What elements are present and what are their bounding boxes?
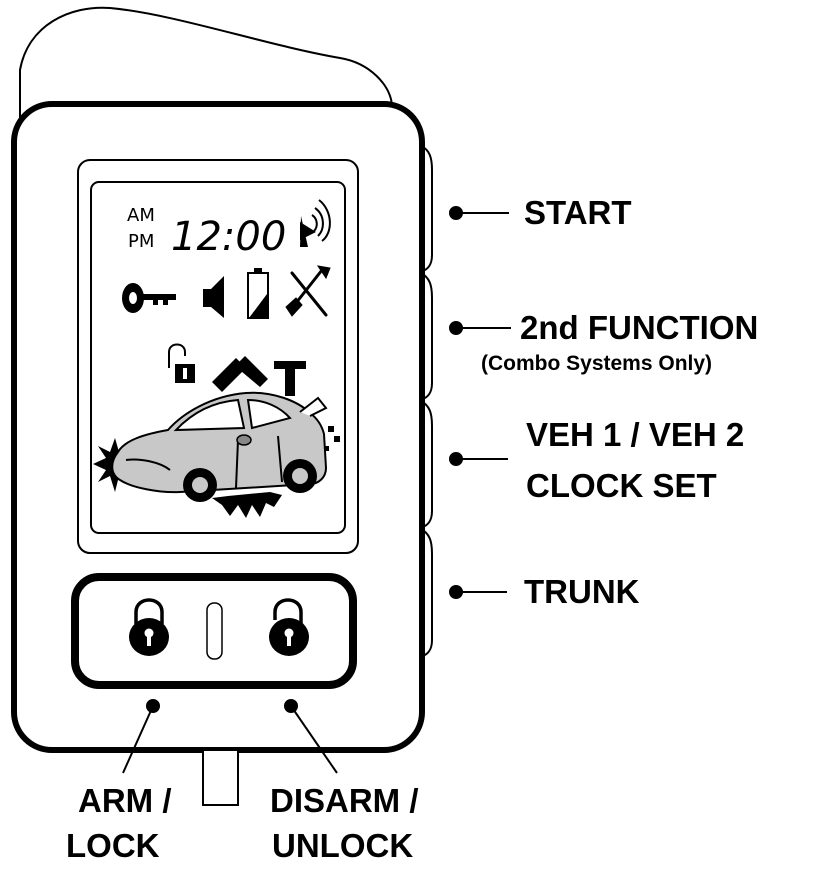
am-indicator: AM xyxy=(127,205,155,226)
clock-set-label: CLOCK SET xyxy=(526,467,717,504)
bottom-callouts xyxy=(122,699,338,774)
battery-icon xyxy=(247,268,269,319)
disarm-unlock-button[interactable] xyxy=(269,598,309,656)
second-function-note: (Combo Systems Only) xyxy=(481,352,713,375)
remote-top-shell xyxy=(19,6,393,118)
lock-label: LOCK xyxy=(66,827,160,864)
speaker-icon xyxy=(203,276,224,318)
car-icon xyxy=(111,391,340,518)
panel-led-slot xyxy=(206,602,223,660)
right-callouts xyxy=(449,206,511,599)
pm-indicator: PM xyxy=(128,231,154,252)
key-icon xyxy=(122,283,176,313)
arm-label: ARM / xyxy=(78,782,172,819)
tools-icon xyxy=(285,265,331,317)
disarm-label: DISARM / xyxy=(270,782,419,819)
second-function-label: 2nd FUNCTION xyxy=(520,309,759,346)
arm-lock-button[interactable] xyxy=(129,598,169,656)
unlocked-padlock-icon xyxy=(168,343,195,383)
remote-bottom-tab xyxy=(202,749,239,806)
veh-label: VEH 1 / VEH 2 xyxy=(526,416,745,453)
clock-display: 12:00 xyxy=(171,214,286,260)
hammer-icon xyxy=(212,356,268,392)
trunk-label: TRUNK xyxy=(524,573,640,610)
start-label: START xyxy=(524,194,632,231)
unlock-label: UNLOCK xyxy=(272,827,414,864)
trunk-tool-icon xyxy=(274,361,306,396)
antenna-signal-icon xyxy=(300,199,331,247)
